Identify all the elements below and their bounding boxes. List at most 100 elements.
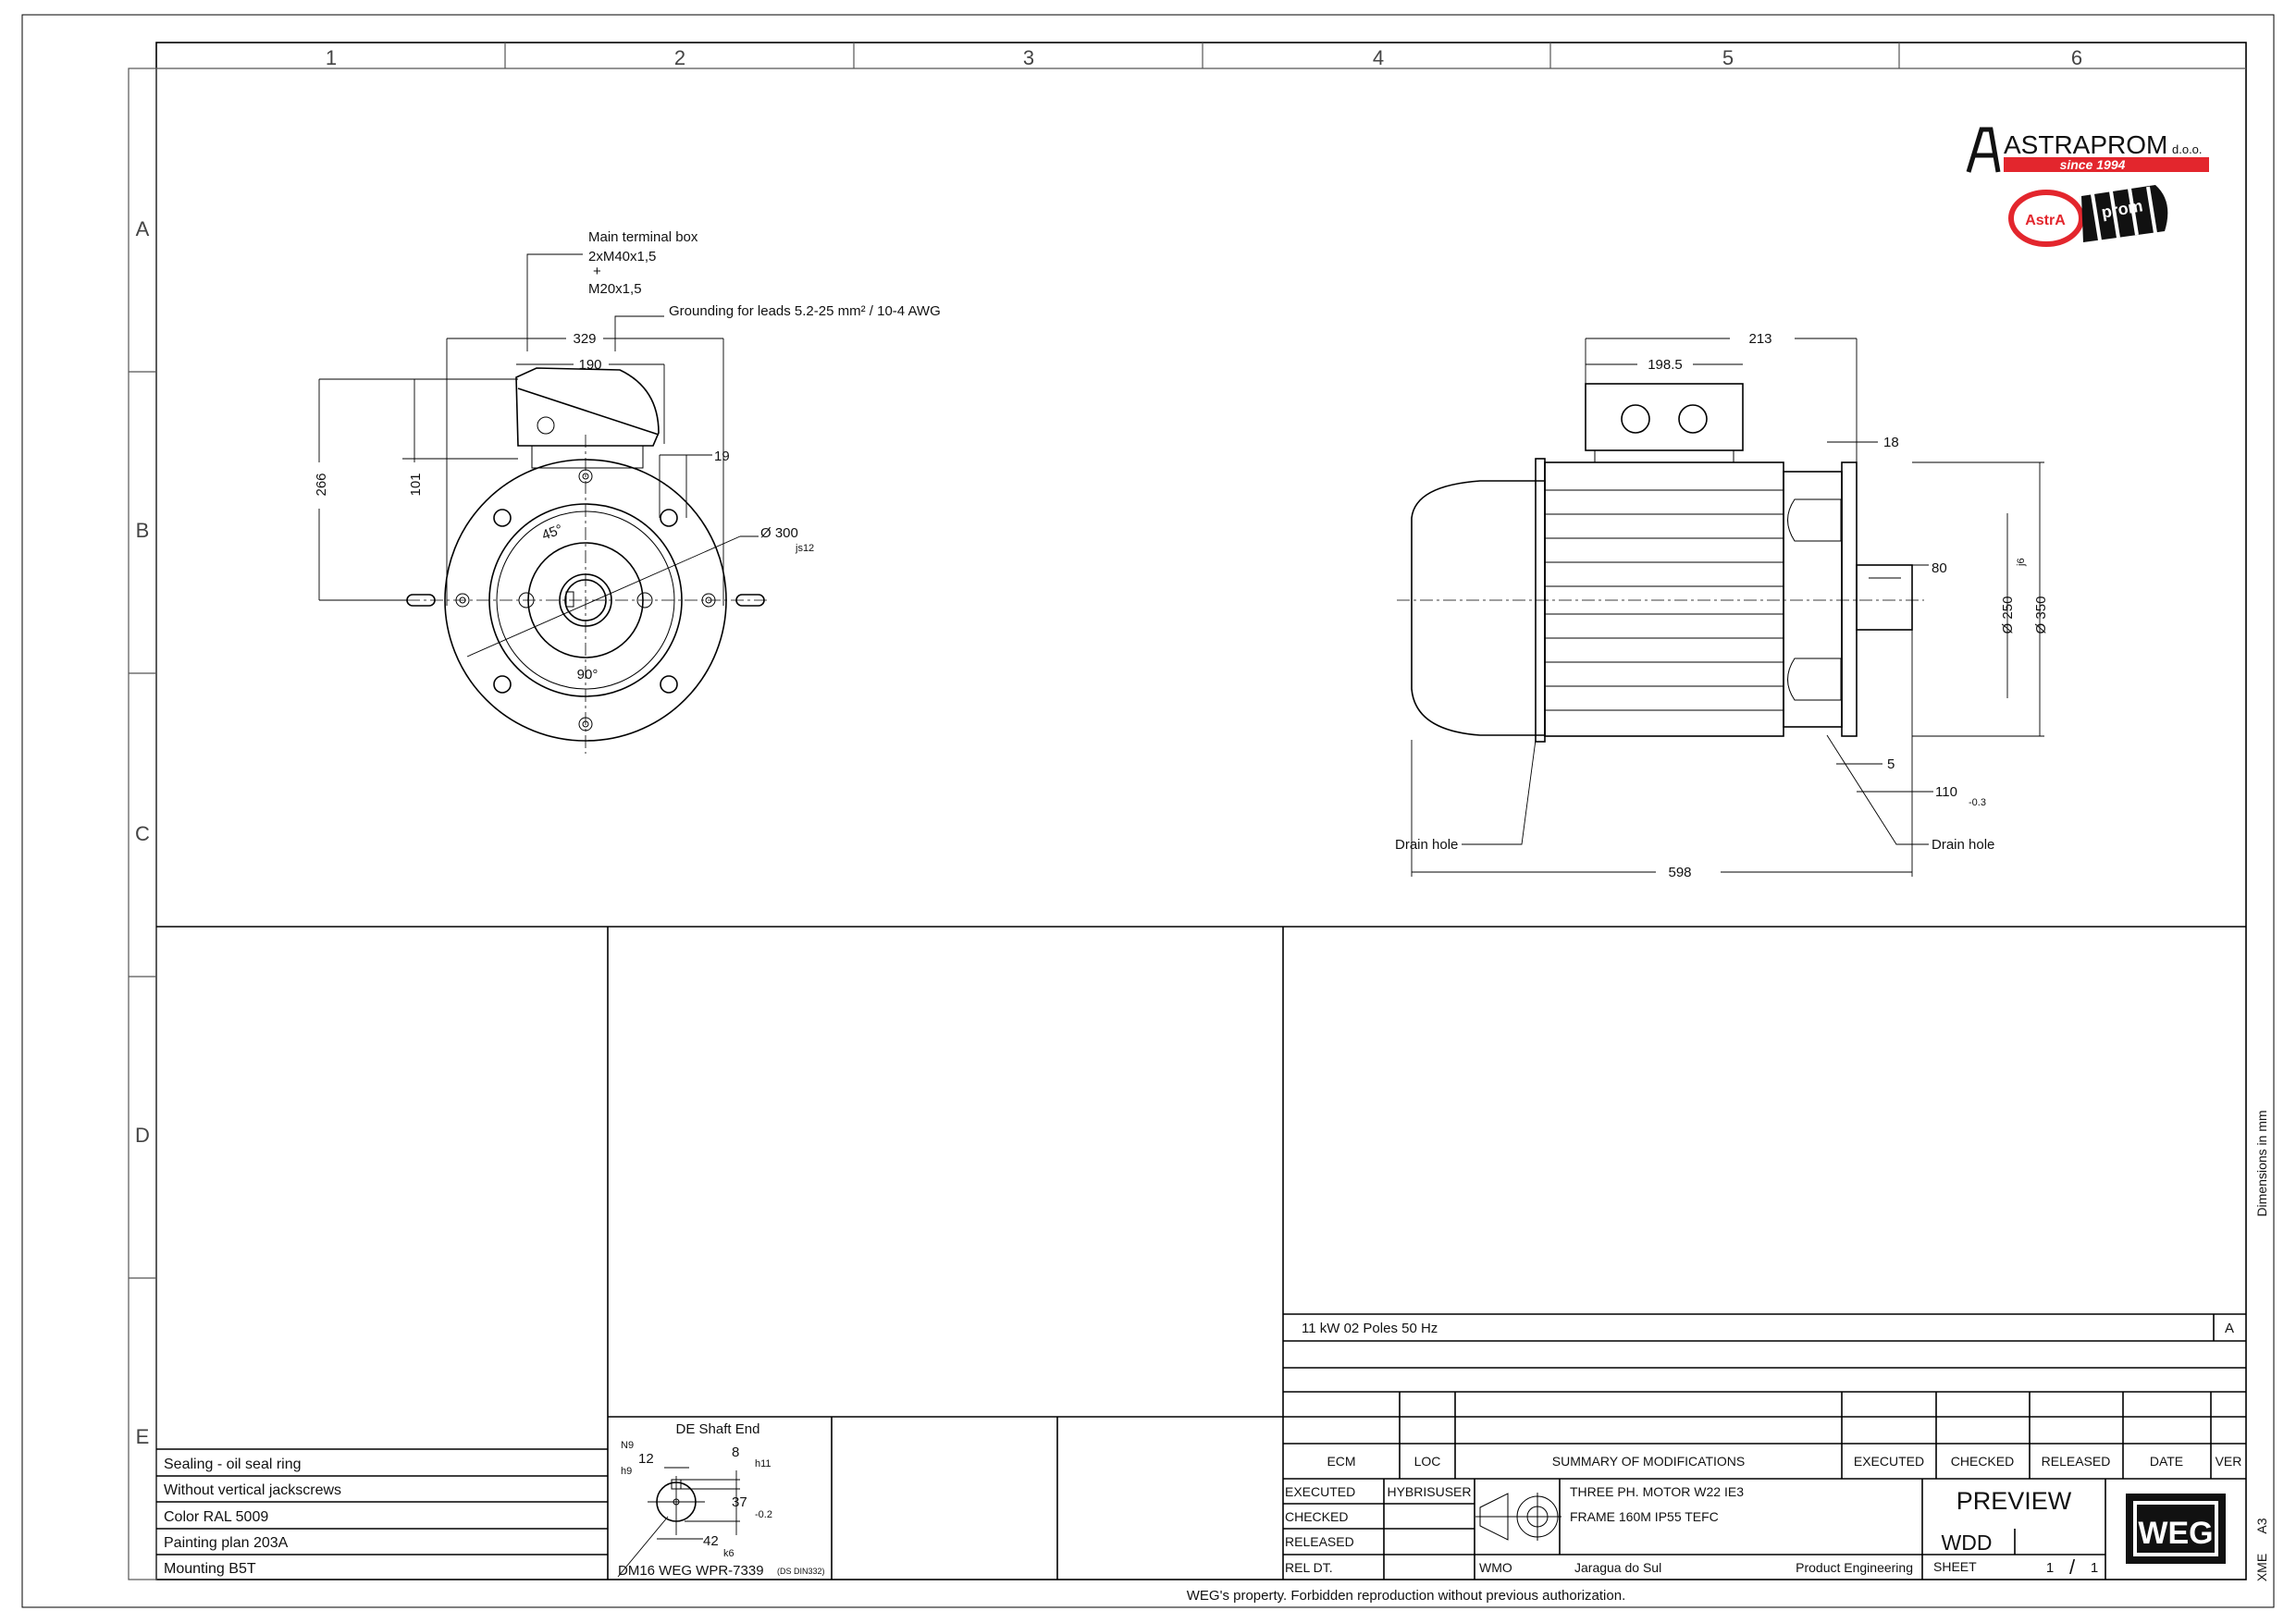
motor-body — [1544, 461, 1784, 737]
tolerance-n9: N9 — [621, 1440, 634, 1451]
angle-45: 45° — [540, 522, 565, 544]
weg-logo-text: WEG — [2138, 1516, 2213, 1551]
logo-badge-ring — [2008, 190, 2084, 247]
terminal-box — [515, 367, 660, 447]
dimension-110: 110 — [1935, 784, 1957, 800]
shaft — [1856, 564, 1913, 631]
paper-format: A3 — [2254, 1518, 2269, 1533]
wmo-label: WMO — [1479, 1560, 1512, 1575]
header-loc: LOC — [1414, 1454, 1441, 1469]
dimension-80: 80 — [1932, 560, 1947, 576]
note-item: Painting plan 203A — [164, 1535, 289, 1551]
executed-by: HYBRISUSER — [1387, 1484, 1471, 1499]
dimension-19: 19 — [714, 449, 730, 464]
column-label: 4 — [1373, 46, 1384, 69]
outer-border — [21, 14, 2275, 1608]
terminal-box-side — [1585, 383, 1744, 451]
dimension-329: 329 — [573, 331, 596, 347]
dimension-dia-250: Ø 250 — [2000, 596, 2016, 634]
executed-label: EXECUTED — [1285, 1484, 1355, 1499]
shaft-end-title: DE Shaft End — [676, 1421, 760, 1437]
revision-letter: A — [2225, 1321, 2234, 1336]
terminal-box-label: Main terminal box — [588, 229, 698, 245]
side-view: 213 198.5 18 80 Ø 250 j6 Ø 350 5 110 -0.… — [1395, 331, 2049, 880]
title-block: 11 kW 02 Poles 50 Hz A ECM LOC SUMMARY O… — [1283, 1313, 2246, 1580]
dimension-18: 18 — [1883, 435, 1899, 450]
front-dimension-lines — [318, 253, 759, 658]
column-label: 5 — [1722, 46, 1734, 69]
released-label: RELEASED — [1285, 1534, 1354, 1549]
dimension-598: 598 — [1668, 865, 1691, 880]
bearing-hub — [527, 542, 644, 658]
cooling-fins — [1545, 489, 1784, 711]
column-label: 1 — [326, 46, 337, 69]
header-checked: CHECKED — [1951, 1454, 2014, 1469]
rel-dt-label: REL DT. — [1285, 1560, 1333, 1575]
column-label: 3 — [1023, 46, 1034, 69]
endshield — [1783, 471, 1843, 728]
tolerance-minus-0-3: -0.3 — [1969, 797, 1986, 808]
flange — [1841, 461, 1858, 737]
dimension-266: 266 — [314, 473, 329, 496]
dimension-37: 37 — [732, 1494, 747, 1510]
modification-headers: ECM LOC SUMMARY OF MODIFICATIONS EXECUTE… — [1327, 1454, 2241, 1469]
motor-rating: 11 kW 02 Poles 50 Hz — [1302, 1321, 1438, 1336]
side-dimension-lines — [1411, 338, 2044, 877]
angle-90: 90° — [577, 667, 599, 682]
shaft-key — [565, 591, 574, 608]
astraprom-logo: ASTRAPROM d.o.o. since 1994 AstrA prom — [1966, 127, 2209, 247]
note-item: Color RAL 5009 — [164, 1509, 268, 1525]
tolerance-k6: k6 — [723, 1548, 734, 1559]
description-line1: THREE PH. MOTOR W22 IE3 — [1570, 1484, 1744, 1499]
tolerance-minus-0-2: -0.2 — [755, 1509, 772, 1520]
cable-entry — [1621, 404, 1650, 434]
row-labels: A B C D E — [135, 217, 150, 1448]
logo-company: ASTRAPROM — [2004, 130, 2167, 159]
dimension-213: 213 — [1748, 331, 1771, 347]
tolerance-js12: js12 — [795, 543, 814, 554]
dimension-12: 12 — [638, 1451, 654, 1467]
dimension-101: 101 — [408, 473, 424, 496]
cable-entry — [1678, 404, 1708, 434]
note-item: Sealing - oil seal ring — [164, 1457, 302, 1472]
terminal-box-lid — [517, 387, 660, 436]
dimension-198-5: 198.5 — [1648, 357, 1683, 373]
sheet-separator: / — [2069, 1555, 2076, 1579]
row-label: C — [135, 822, 150, 845]
header-date: DATE — [2150, 1454, 2183, 1469]
ruler-dividers — [129, 43, 1900, 1279]
logo-drum-stripes — [2091, 186, 2157, 241]
logo-letter-a — [1966, 127, 2001, 173]
department: Product Engineering — [1796, 1560, 1913, 1575]
header-executed: EXECUTED — [1854, 1454, 1924, 1469]
logo-badge-drum — [2081, 185, 2168, 242]
column-label: 2 — [674, 46, 685, 69]
terminal-box-thread: M20x1,5 — [588, 281, 642, 297]
checked-label: CHECKED — [1285, 1509, 1348, 1524]
notes-table: Sealing - oil seal ring Without vertical… — [156, 1448, 608, 1577]
logo-bar — [2004, 157, 2209, 172]
logo-badge-left: AstrA — [2025, 213, 2066, 228]
drain-hole-label: Drain hole — [1395, 837, 1458, 853]
header-ecm: ECM — [1327, 1454, 1355, 1469]
dimension-5: 5 — [1887, 756, 1895, 772]
dimension-8: 8 — [732, 1445, 739, 1460]
front-view: Main terminal box 2xM40x1,5 + M20x1,5 Gr… — [314, 229, 941, 754]
column-label: 6 — [2071, 46, 2082, 69]
shaft-end-detail: DE Shaft End N9 12 h9 8 h11 37 -0.2 42 k… — [608, 1416, 1283, 1580]
dimension-dia-350: Ø 350 — [2033, 596, 2049, 634]
center-hole-standard: (DS DIN332) — [777, 1567, 825, 1576]
sheet-total: 1 — [2091, 1560, 2098, 1576]
row-ruler — [128, 68, 157, 1580]
doc-type: WDD — [1942, 1531, 1993, 1555]
description-line2: FRAME 160M IP55 TEFC — [1570, 1509, 1719, 1524]
status-preview: PREVIEW — [1957, 1487, 2072, 1515]
row-label: B — [136, 519, 150, 542]
projection-symbol-icon — [1475, 1493, 1562, 1541]
shaft-end — [559, 573, 612, 627]
tolerance-j6: j6 — [2016, 558, 2027, 567]
sheet-number: 1 — [2046, 1560, 2054, 1576]
dimension-42: 42 — [703, 1533, 719, 1549]
bolt-heads — [455, 469, 716, 732]
row-label: A — [136, 217, 150, 240]
